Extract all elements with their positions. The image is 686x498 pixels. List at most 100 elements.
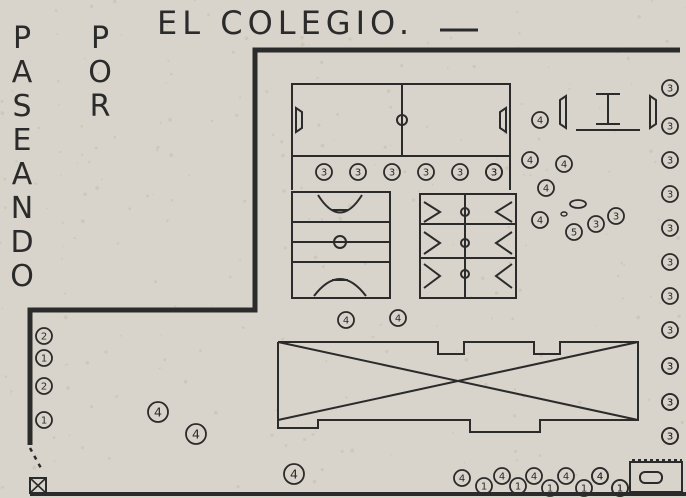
marker-number: 1 — [515, 482, 521, 493]
grain-speck — [575, 473, 578, 477]
grain-speck — [537, 137, 541, 141]
grain-speck — [374, 163, 377, 166]
grain-speck — [608, 170, 611, 173]
grain-speck — [53, 460, 56, 463]
grain-speck — [654, 160, 657, 164]
grain-speck — [350, 448, 355, 453]
grain-speck — [61, 221, 64, 224]
grain-speck — [620, 261, 623, 265]
marker-circle — [611, 479, 629, 497]
grain-speck — [95, 186, 99, 190]
marker-number: 4 — [192, 427, 200, 442]
grain-speck — [97, 72, 100, 75]
grain-speck — [18, 266, 21, 269]
grain-speck — [337, 24, 340, 27]
grain-speck — [665, 39, 669, 44]
grain-speck — [431, 183, 434, 186]
marker-number: 3 — [667, 432, 673, 443]
marker-circle — [661, 253, 679, 271]
grain-speck — [663, 443, 666, 446]
word-letter: A — [12, 157, 33, 192]
marker-circle — [565, 223, 583, 241]
grain-speck — [284, 443, 288, 447]
number-marker: 3 — [661, 393, 679, 411]
word-letter: A — [12, 55, 33, 90]
number-marker: 1 — [35, 349, 53, 367]
grain-speck — [547, 66, 550, 68]
grain-speck — [66, 363, 69, 366]
grain-speck — [161, 369, 164, 371]
marker-circle — [283, 463, 305, 485]
marker-number: 3 — [667, 432, 673, 443]
grain-speck — [320, 218, 324, 221]
grain-speck — [396, 318, 399, 321]
grain-speck — [104, 350, 108, 354]
marker-number: 3 — [491, 168, 497, 179]
marker-number: 3 — [667, 224, 673, 235]
marker-circle — [349, 163, 367, 181]
grain-speck — [165, 81, 168, 84]
marker-number: 4 — [537, 216, 543, 227]
grain-speck — [514, 449, 518, 453]
marker-circle — [661, 219, 679, 237]
grain-speck — [34, 182, 37, 186]
marker-circle — [607, 207, 625, 225]
grain-speck — [90, 405, 94, 409]
grain-speck — [56, 33, 58, 35]
grain-speck — [496, 158, 498, 160]
grain-speck — [90, 4, 94, 8]
grain-speck — [62, 245, 65, 248]
basketball-court[interactable] — [291, 191, 391, 299]
marker-circle — [417, 163, 435, 181]
grain-speck — [83, 57, 86, 60]
tree-oval — [569, 199, 587, 209]
marker-circle — [451, 163, 469, 181]
grain-speck — [636, 315, 641, 320]
number-marker: 1 — [575, 479, 593, 497]
grain-speck — [313, 255, 318, 260]
marker-number: 3 — [613, 212, 619, 223]
number-marker: 4 — [185, 423, 207, 445]
grain-speck — [484, 382, 488, 387]
grain-speck — [302, 437, 307, 442]
marker-number: 1 — [547, 484, 553, 495]
grain-speck — [389, 105, 393, 109]
grain-speck — [241, 326, 245, 330]
grain-speck — [1, 485, 5, 489]
small-court[interactable] — [559, 93, 657, 131]
grain-speck — [647, 398, 651, 401]
number-marker: 3 — [661, 151, 679, 169]
marker-number: 2 — [41, 382, 47, 393]
grain-speck — [308, 44, 310, 46]
marker-number: 1 — [41, 354, 47, 365]
marker-circle — [147, 401, 169, 423]
grain-speck — [281, 153, 285, 158]
grain-speck — [115, 395, 119, 398]
number-marker: 4 — [537, 179, 555, 197]
garage-box[interactable] — [629, 459, 683, 493]
marker-number: 3 — [667, 84, 673, 95]
main-building[interactable] — [277, 341, 639, 433]
grain-speck — [470, 295, 472, 297]
marker-number: 1 — [481, 482, 487, 493]
football-field[interactable] — [291, 83, 511, 190]
grain-speck — [481, 276, 485, 281]
number-marker: 3 — [661, 117, 679, 135]
number-marker: 4 — [531, 211, 549, 229]
grain-speck — [507, 225, 511, 229]
entrance-box[interactable] — [29, 477, 47, 494]
grain-speck — [193, 0, 196, 2]
grain-speck — [529, 174, 532, 177]
grain-speck — [657, 255, 659, 257]
marker-number: 4 — [343, 316, 349, 327]
grain-speck — [112, 0, 117, 4]
grain-speck — [513, 388, 517, 391]
grain-speck — [538, 454, 542, 457]
grain-speck — [379, 323, 382, 327]
grain-speck — [107, 456, 111, 460]
grain-speck — [235, 113, 239, 118]
marker-circle — [337, 311, 355, 329]
marker-circle — [661, 427, 679, 445]
grain-speck — [658, 219, 660, 222]
multi-courts[interactable] — [419, 193, 517, 299]
